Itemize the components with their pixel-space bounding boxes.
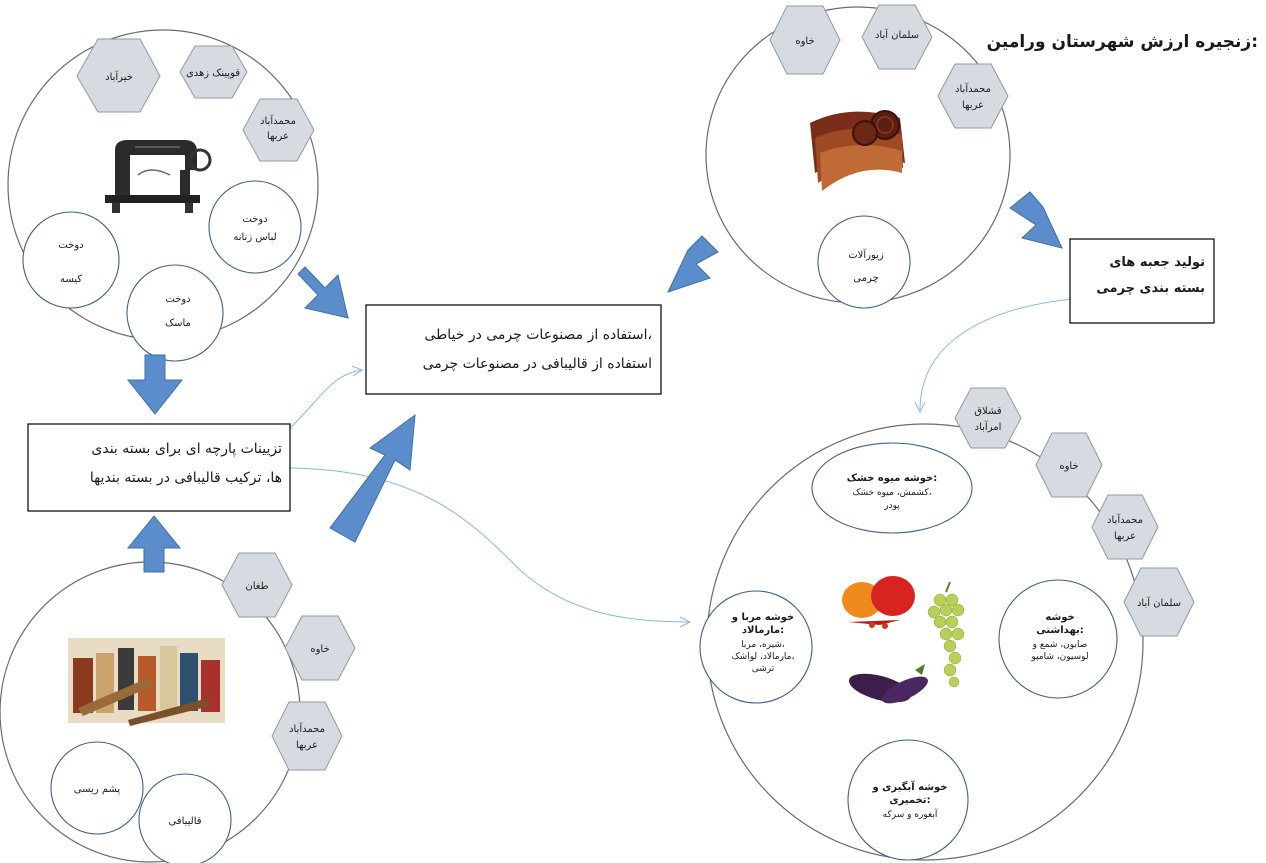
arrow-leather-to-right-box [1009,191,1063,249]
right-box: تولید جعبه های بسته بندی چرمی [1069,238,1215,324]
hex-arabha-1: عربها [267,131,289,142]
circle-carpet-weaving-label: قالیبافی [168,816,201,827]
connector-arrowhead-right [914,401,926,414]
hex-arabha-3: عربها [296,740,318,751]
hex-khaveh-1: خاوه [795,36,814,47]
circle-wool-spinning [50,741,144,835]
hex-toghan: طغان [245,581,268,592]
cluster-juice-title-1: خوشه آبگیری و [871,780,947,793]
cluster-hygiene-items-1: صابون، شمع و [1032,640,1088,650]
left-box-frame [27,423,291,512]
right-box-line2: بسته بندی چرمی [1096,281,1205,296]
cluster-juice-fermentation [847,739,969,861]
cluster-hygiene-title-2: بهداشتی: [1036,625,1084,636]
hex-mohammadabad-1: محمدآباد [260,114,296,127]
leather-rolls-image [810,110,905,191]
sewing-cluster: خیرآباد قوپینک زهدی محمدآباد عربها دوخت … [7,29,319,362]
cluster-jam-marmalade [699,590,813,704]
hex-salmanabad-1: سلمان آباد [875,28,919,41]
circle-mask-line2: ماسک [165,318,191,329]
leather-cluster: خاوه سلمان آباد محمدآباد عربها زیورآلات … [705,4,1011,309]
circle-mask-sewing [126,264,224,362]
food-cluster: قشلاق امرآباد خاوه محمدآباد عربها سلمان … [699,387,1195,861]
cluster-dried-fruit-items-1: کشمش، میوه خشک، [852,488,931,498]
cluster-dried-fruit-items-2: پودر [883,501,900,511]
left-box-line1: تزیینات پارچه ای برای بسته بندی [91,441,282,457]
cluster-dried-fruit-title: خوشه میوه خشک: [847,473,937,484]
cluster-hygiene [998,579,1118,699]
cluster-juice-items-1: آبغوره و سرکه [883,808,938,820]
circle-women-clothing-line2: لباس زنانه [233,232,276,243]
diagram-title: زنجیره ارزش شهرستان ورامین: [987,32,1258,52]
arrow-weaving-up [126,515,182,573]
center-box-line1: استفاده از مصنوعات چرمی در خیاطی، [424,327,652,343]
connector-left-box-to-center-box [287,369,363,431]
cluster-hygiene-title-1: خوشه [1045,612,1074,623]
left-box-line2: ها، ترکیب قالیبافی در بسته بندیها [90,470,282,486]
cluster-hygiene-items-2: لوسیون، شامپو [1030,652,1088,662]
center-box-line2: استفاده از قالیبافی در مصنوعات چرمی [423,356,652,372]
cluster-jam-title-1: خوشه مربا و [731,612,794,623]
cluster-juice-title-2: تخمیری: [889,795,930,806]
arrow-sewing-to-center [297,266,349,319]
circle-bag-line2: کیسه [60,274,82,285]
circle-mask-line1: دوخت [165,294,190,305]
circle-women-clothing-line1: دوخت [242,214,267,225]
hex-arabha-4: عربها [1114,531,1136,542]
hex-qeshlaq: قشلاق [974,406,1002,417]
hex-mohammadabad-3: محمدآباد [289,722,325,735]
cluster-jam-items-2: مارمالاد، لواشک، [732,652,795,662]
sewing-machine-image [105,140,212,213]
hex-khaveh-2: خاوه [310,644,329,655]
hex-mohammadabad-4: محمدآباد [1107,513,1143,526]
cluster-dried-fruit [811,442,973,534]
cluster-jam-title-2: مارمالاد: [742,625,784,636]
hex-khaveh-3: خاوه [1059,461,1078,472]
circle-bag-line1: دوخت [58,240,83,251]
connector-right-box-to-food-circle [919,297,1086,411]
right-box-line1: تولید جعبه های [1110,255,1206,270]
hex-qupinak: قوپینک زهدی [186,68,240,79]
center-box-frame [365,304,662,395]
weaving-cluster: طغان خاوه محمدآباد عربها پشم ریسی قالیبا… [0,552,356,863]
circle-carpet-weaving [138,773,232,863]
hex-salmanabad-2: سلمان آباد [1137,596,1181,609]
circle-leather-jewelry-line1: زیورآلات [848,248,884,261]
hex-kheirabad: خیرآباد [105,70,133,83]
vegetables-image [842,576,965,704]
weaving-yarns-image [68,638,225,726]
circle-leather-jewelry [817,215,911,309]
connector-arrowhead-center [351,365,364,377]
circle-bag-sewing [22,211,120,309]
connector-left-box-to-food-circle [289,467,691,623]
cluster-jam-items-3: ترشی [752,664,775,674]
right-box-frame [1069,238,1215,324]
circle-wool-spinning-label: پشم ریسی [74,784,121,795]
hex-mohammadabad-2: محمدآباد [955,82,991,95]
circle-women-clothing [208,180,302,274]
cluster-jam-items-1: شیره، مربا، [741,640,785,650]
hex-arabha-2: عربها [962,100,984,111]
left-box: تزیینات پارچه ای برای بسته بندی ها، ترکی… [27,423,291,512]
hex-amrabad: امرآباد [975,420,1002,433]
arrow-leather-to-center [667,235,719,293]
arrow-weaving-to-center [329,413,416,543]
center-box: استفاده از مصنوعات چرمی در خیاطی، استفاد… [365,304,662,395]
connector-arrowhead-food [679,616,692,628]
arrow-sewing-down [126,354,184,415]
circle-leather-jewelry-line2: چرمی [853,273,878,284]
